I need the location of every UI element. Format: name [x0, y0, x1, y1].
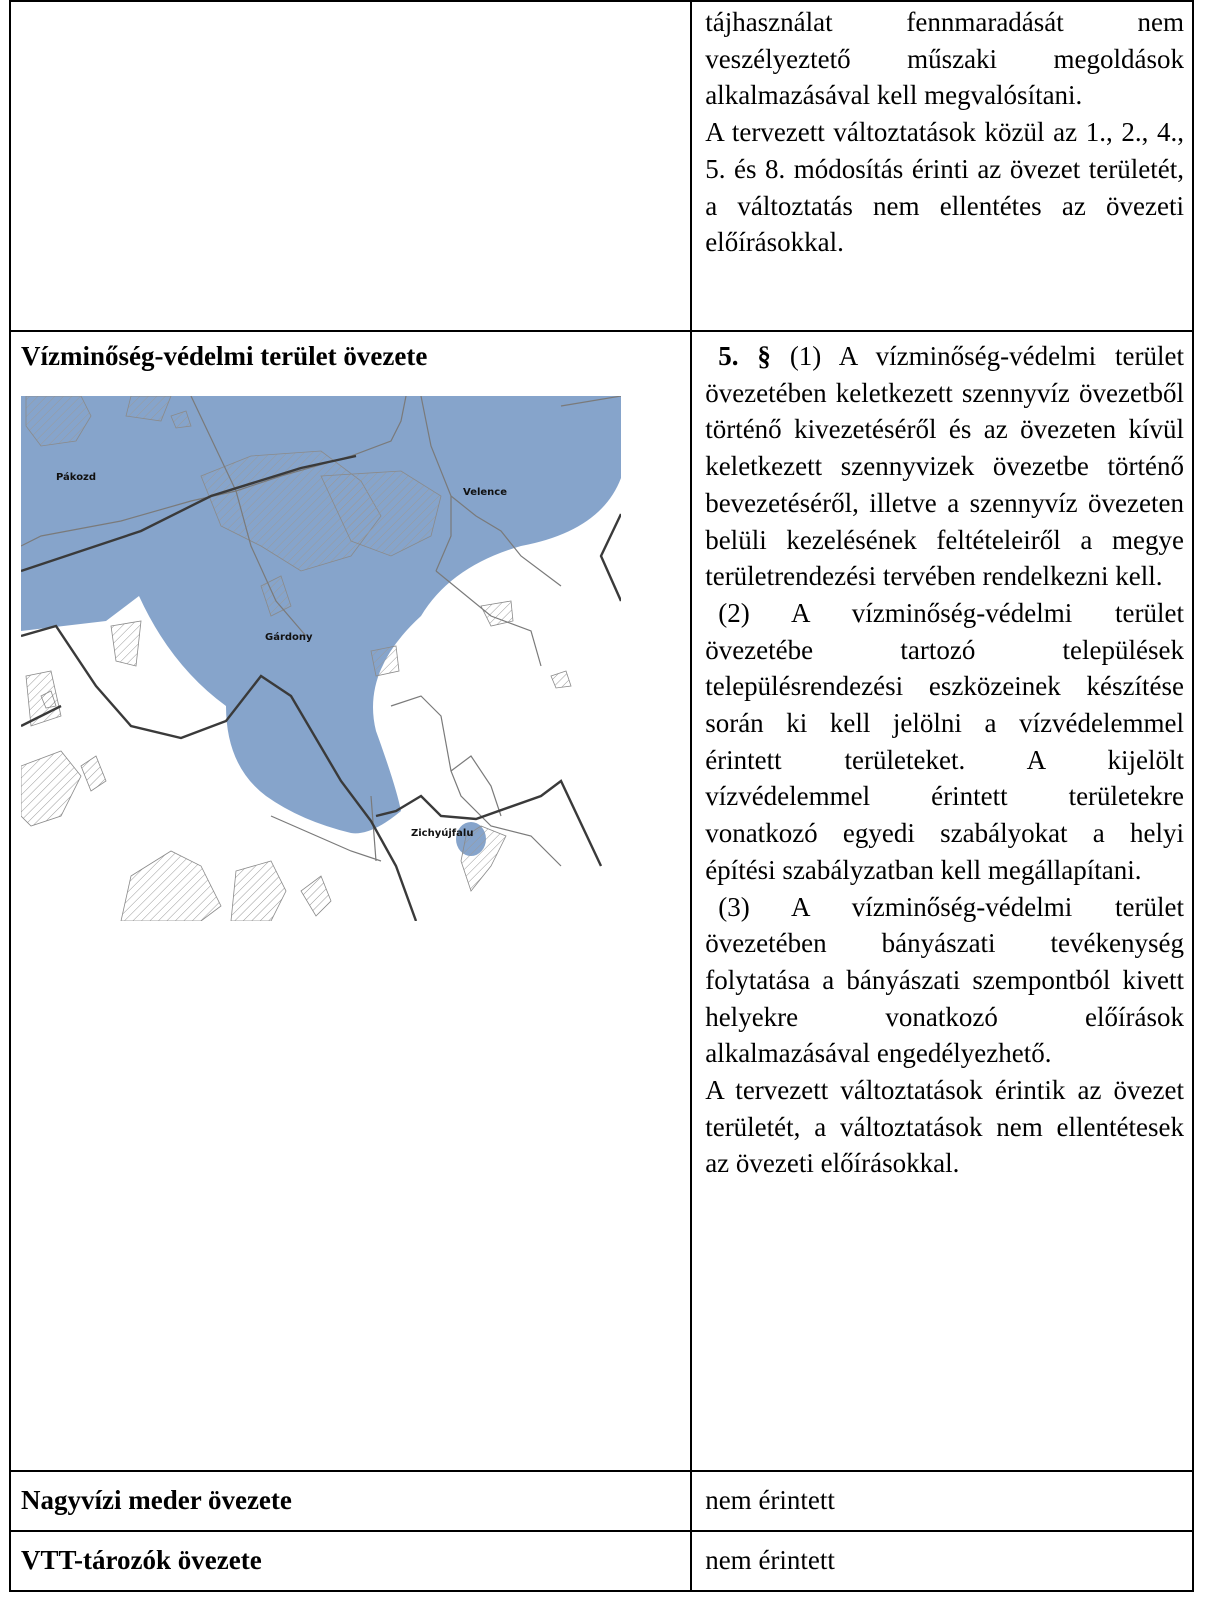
zone-heading: Vízminőség-védelmi terület övezete	[21, 341, 428, 371]
zone-heading: VTT-tározók övezete	[21, 1545, 262, 1575]
municipality-borders	[21, 454, 621, 921]
zone-map: Pákozd Velence Gárdony Zichyújfalu	[21, 396, 621, 921]
paragraph: (2) A vízminőség-védelmi terület övezeté…	[705, 597, 1184, 885]
table-row: Nagyvízi meder övezete nem érintett	[8, 1470, 1194, 1532]
table-row: VTT-tározók övezete nem érintett	[8, 1530, 1194, 1592]
paragraph: 5. § (1) A vízminőség-védelmi terület öv…	[705, 338, 1184, 595]
zone-cell: VTT-tározók övezete	[8, 1530, 693, 1592]
map-label-velence: Velence	[463, 487, 507, 498]
zoning-table: tájhasználat fennmaradását nem veszélyez…	[8, 0, 1194, 1592]
water-quality-zone-area	[21, 396, 621, 834]
zone-heading: Nagyvízi meder övezete	[21, 1485, 292, 1515]
zone-status: nem érintett	[705, 1545, 835, 1575]
section-number: 5. §	[718, 341, 771, 371]
zone-cell: Vízminőség-védelmi terület övezete	[8, 330, 693, 1472]
text-cell: 5. § (1) A vízminőség-védelmi terület öv…	[690, 330, 1194, 1472]
paragraph: A tervezett változtatások közül az 1., 2…	[705, 117, 1184, 258]
paragraph: (3) A vízminőség-védelmi terület övezeté…	[705, 891, 1184, 1069]
text-cell: tájhasználat fennmaradását nem veszélyez…	[690, 0, 1194, 332]
table-row: Vízminőség-védelmi terület övezete	[8, 330, 1194, 1472]
map-label-pakozd: Pákozd	[56, 471, 96, 483]
paragraph: A tervezett változtatások érintik az öve…	[705, 1075, 1184, 1179]
value-cell: nem érintett	[690, 1530, 1194, 1592]
map-label-gardony: Gárdony	[265, 631, 313, 643]
table-row: tájhasználat fennmaradását nem veszélyez…	[8, 0, 1194, 332]
empty-cell	[8, 0, 693, 332]
settlement-hatching	[21, 396, 572, 921]
paragraph: tájhasználat fennmaradását nem veszélyez…	[705, 7, 1184, 111]
zone-status: nem érintett	[705, 1485, 835, 1515]
boundary-lines	[21, 396, 621, 867]
zone-cell: Nagyvízi meder övezete	[8, 1470, 693, 1532]
paragraph-text: (1) A vízminőség-védelmi terület övezeté…	[705, 341, 1184, 592]
map-label-zichyujfalu: Zichyújfalu	[411, 827, 473, 839]
value-cell: nem érintett	[690, 1470, 1194, 1532]
